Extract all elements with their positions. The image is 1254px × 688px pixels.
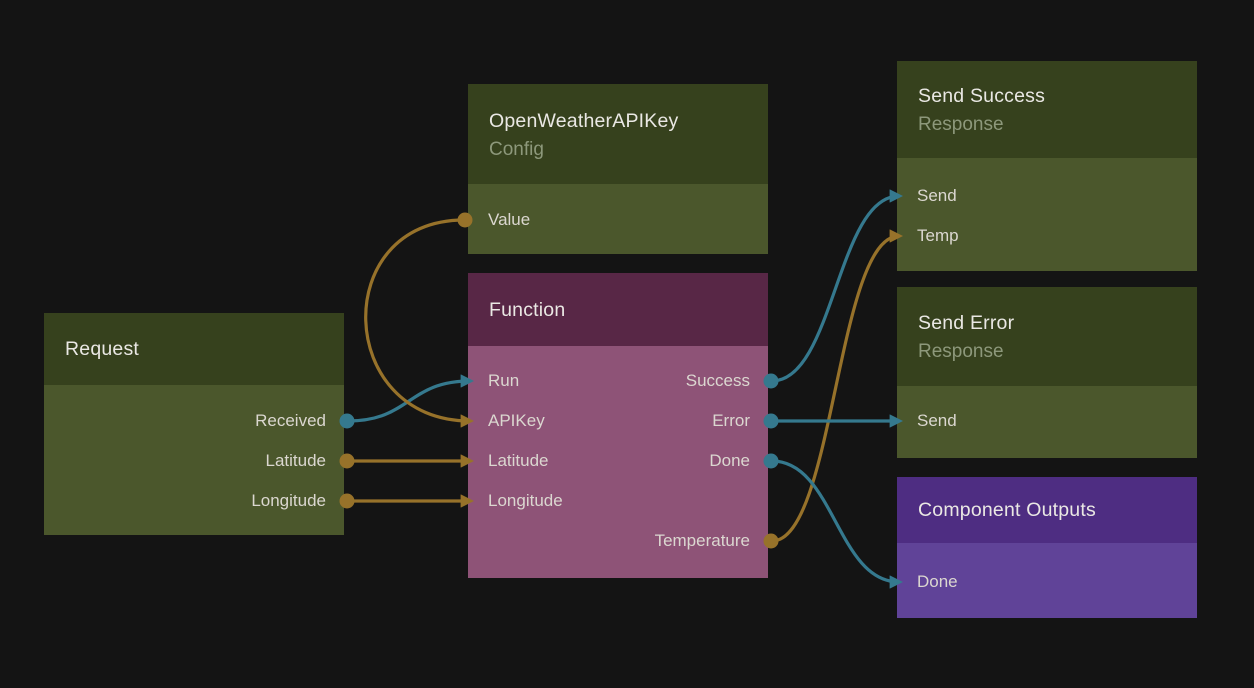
- port-sendsuccess-send[interactable]: Send: [917, 186, 957, 205]
- port-function-latitude[interactable]: Latitude: [488, 451, 549, 470]
- node-header-function[interactable]: Function: [468, 273, 768, 346]
- edge-openweatherapikey-value--function-apikey[interactable]: [364, 218, 475, 428]
- port-request-latitude[interactable]: Latitude: [265, 451, 327, 470]
- node-subtitle: Response: [918, 114, 1004, 135]
- port-function-success[interactable]: Success: [685, 371, 750, 390]
- node-title: Component Outputs: [918, 499, 1096, 521]
- node-title: Function: [489, 298, 566, 321]
- edge-request-received--function-run[interactable]: [347, 374, 475, 423]
- port-senderror-send[interactable]: Send: [917, 411, 957, 430]
- node-title: OpenWeatherAPIKey: [489, 109, 679, 132]
- port-function-temperature[interactable]: Temperature: [654, 531, 750, 550]
- node-subtitle: Response: [918, 341, 1004, 362]
- port-function-error[interactable]: Error: [712, 411, 750, 430]
- port-function-done[interactable]: Done: [709, 451, 750, 470]
- port-request-longitude[interactable]: Longitude: [251, 491, 326, 510]
- port-request-received[interactable]: Received: [255, 411, 326, 430]
- node-title: Send Success: [918, 85, 1046, 107]
- port-function-run[interactable]: Run: [488, 371, 520, 390]
- port-function-apikey[interactable]: APIKey: [488, 411, 545, 430]
- node-header-componentoutputs[interactable]: Component Outputs: [897, 477, 1197, 543]
- port-openweatherapikey-value[interactable]: Value: [488, 210, 531, 229]
- node-subtitle: Config: [489, 138, 544, 160]
- port-componentoutputs-done[interactable]: Done: [917, 572, 958, 591]
- edge-function-done--componentoutputs-done[interactable]: [771, 459, 904, 589]
- node-title: Request: [65, 338, 140, 360]
- port-sendsuccess-temp[interactable]: Temp: [917, 226, 959, 245]
- node-title: Send Error: [918, 312, 1015, 334]
- node-header-request[interactable]: Request: [44, 313, 344, 385]
- port-function-longitude[interactable]: Longitude: [488, 491, 563, 510]
- edge-function-success--sendsuccess-send[interactable]: [771, 189, 904, 383]
- edge-function-temperature--sendsuccess-temp[interactable]: [771, 229, 904, 543]
